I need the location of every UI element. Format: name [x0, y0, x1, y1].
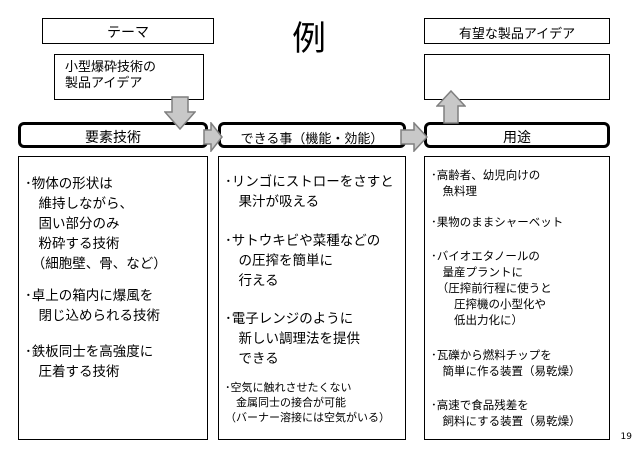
elements-body: ･物体の形状は 維持しながら、 固い部分のみ 粉砕する技術 （細胞壁、骨、など）…: [18, 156, 208, 440]
elements-item-2: ･卓上の箱内に爆風を 閉じ込められる技術: [25, 288, 160, 324]
uses-item-1: ･高齢者、幼児向けの 魚料理: [431, 168, 541, 198]
functions-item-1: ･リンゴにストローをさすと 果汁が吸える: [225, 174, 394, 210]
uses-header-box: 用途: [424, 122, 610, 148]
uses-body: ･高齢者、幼児向けの 魚料理 ･果物のままシャーベット ･バイオエタノールの 量…: [424, 156, 610, 440]
functions-body: ･リンゴにストローをさすと 果汁が吸える ･サトウキビや菜種などの の圧搾を簡単…: [218, 156, 406, 440]
functions-item-3: ･電子レンジのように 新しい調理法を提供 できる: [225, 311, 360, 367]
down-arrow-icon: [164, 96, 196, 130]
functions-header: できる事（機能・効能）: [240, 132, 384, 147]
elements-header: 要素技術: [85, 130, 141, 146]
uses-item-5: ･高速で食品残差を 飼料にする装置（易乾燥）: [431, 398, 581, 428]
theme-label: テーマ: [107, 25, 149, 41]
uses-item-3: ･バイオエタノールの 量産プラントに （圧搾前行程に使うと 圧搾機の小型化や 低…: [431, 249, 552, 327]
right-arrow-icon-2: [400, 122, 428, 152]
functions-item-2: ･サトウキビや菜種などの の圧搾を簡単に 行える: [225, 233, 381, 289]
elements-item-3: ･鉄板同士を高強度に 圧着する技術: [25, 344, 154, 380]
product-idea-label: 有望な製品アイデア: [458, 27, 576, 42]
uses-item-4: ･瓦礫から燃料チップを 簡単に作る装置（易乾燥）: [431, 348, 581, 378]
uses-item-2: ･果物のままシャーベット: [431, 215, 564, 229]
up-arrow-icon: [436, 90, 466, 124]
theme-content-box: 小型爆砕技術の 製品アイデア: [54, 54, 204, 100]
product-idea-box: [424, 54, 610, 100]
right-arrow-icon-1: [203, 122, 223, 152]
theme-label-box: テーマ: [42, 18, 214, 44]
page-number: 19: [620, 432, 632, 442]
elements-header-box: 要素技術: [18, 122, 208, 148]
page-title: 例: [292, 19, 326, 59]
elements-item-1: ･物体の形状は 維持しながら、 固い部分のみ 粉砕する技術 （細胞壁、骨、など）: [25, 176, 167, 272]
theme-content: 小型爆砕技術の 製品アイデア: [65, 60, 157, 92]
uses-header: 用途: [503, 130, 531, 146]
product-idea-label-box: 有望な製品アイデア: [424, 18, 610, 44]
functions-small-item: ･空気に触れさせたくない 金属同士の接合が可能 （バーナー溶接には空気がいる）: [225, 381, 390, 424]
functions-header-box: できる事（機能・効能）: [218, 122, 406, 148]
